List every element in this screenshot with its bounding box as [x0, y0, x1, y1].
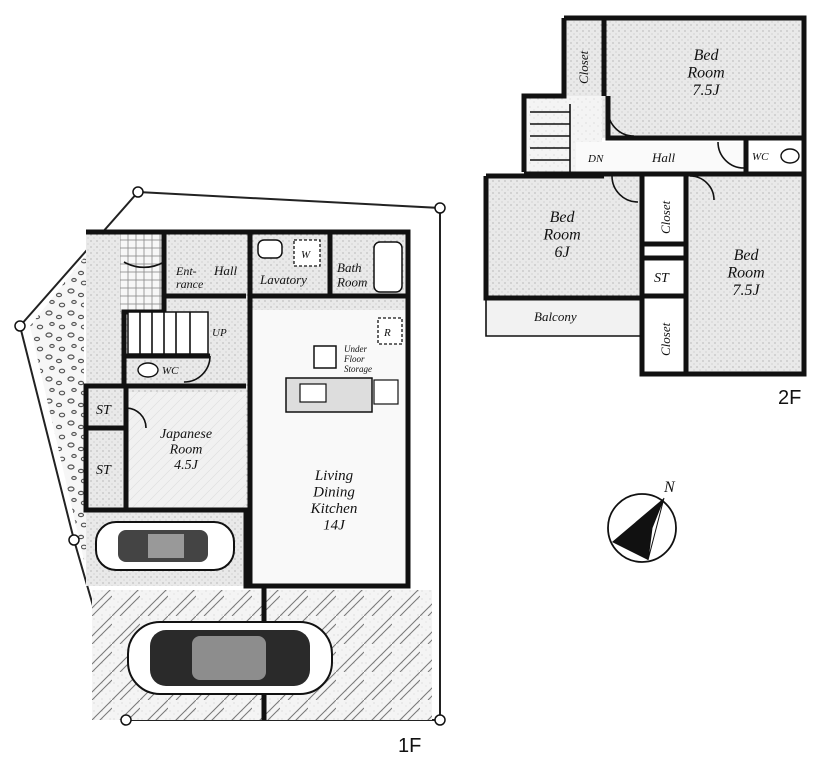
north-arrow-icon: N [607, 479, 677, 563]
kitchen-counter [285, 377, 373, 413]
st-label-2f: ST [654, 271, 670, 286]
lavatory-label: Lavatory [259, 272, 307, 287]
washer-label: W [301, 249, 311, 261]
north-label: N [663, 479, 676, 496]
second-floor-label: 2F [778, 387, 801, 409]
closet-mid-label: Closet [658, 200, 673, 234]
garden [30, 230, 240, 560]
under-floor-storage-hatch [313, 345, 337, 369]
wc-label-2f: WC [752, 151, 769, 163]
toilet-2f [780, 148, 800, 164]
staircase-2f [530, 104, 571, 172]
first-floor-label: 1F [398, 735, 421, 757]
toilet-1f [137, 362, 159, 378]
closet-top-label: Closet [576, 50, 591, 84]
st-bottom-label: ST [96, 463, 112, 478]
up-label: UP [212, 327, 227, 339]
hall-label-1f: Hall [213, 263, 238, 278]
dn-label: DN [587, 153, 604, 165]
car-icon [127, 621, 333, 695]
cooktop [373, 379, 399, 405]
staircase [127, 311, 209, 355]
refrigerator [377, 317, 403, 345]
bathtub [373, 241, 403, 293]
refrigerator-label: R [383, 327, 391, 339]
balcony-label: Balcony [534, 309, 577, 324]
wc-label-1f: WC [162, 365, 179, 377]
st-top-label: ST [96, 403, 112, 418]
closet-low-label: Closet [658, 322, 673, 356]
kitchen-sink [299, 383, 327, 403]
small-car-icon [95, 521, 235, 571]
washer [293, 239, 321, 267]
entrance-label: Ent-rance [175, 264, 204, 291]
hall-label-2f: Hall [651, 150, 676, 165]
washbasin [257, 239, 283, 259]
